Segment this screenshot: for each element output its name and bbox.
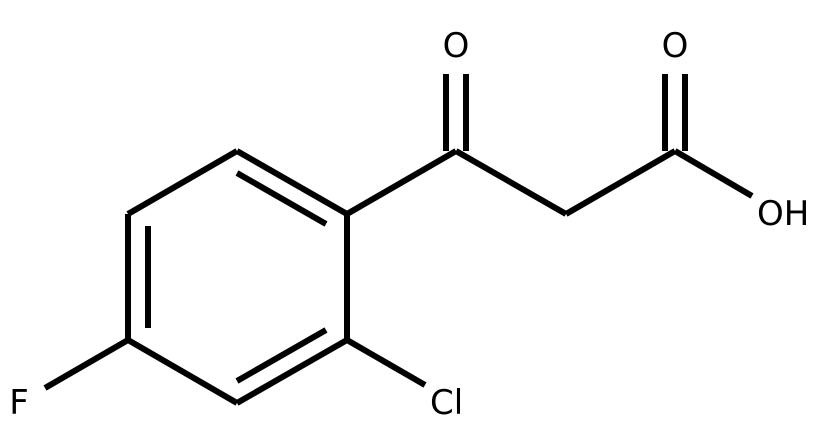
bond-ring-to-fluorine (43, 337, 130, 391)
bond-acid-carbon-to-oh (673, 148, 754, 199)
bond-ring-to-chlorine (345, 337, 427, 388)
ring-bond-c2-c3 (126, 148, 239, 217)
substituent-bonds (43, 74, 754, 391)
atom-labels: O O OH F Cl (9, 26, 809, 423)
benzene-ring (125, 148, 350, 406)
bond-ch2-to-acid-carbon (564, 148, 677, 217)
ring-inner-bond-c5-c6 (235, 327, 328, 384)
bond-carbonyl-to-ch2 (454, 148, 568, 217)
chlorine-label: Cl (430, 383, 463, 423)
ketone-oxygen-label: O (443, 26, 470, 66)
ring-inner-bond-c1-c2 (235, 170, 328, 227)
bond-ring-to-carbonyl (345, 148, 458, 217)
ring-bond-c5-c6 (235, 337, 349, 406)
fluorine-label: F (9, 383, 29, 423)
acid-carbonyl-oxygen-label: O (662, 26, 689, 66)
ring-bond-c1-c2 (235, 148, 349, 217)
hydroxyl-label: OH (757, 194, 809, 234)
ring-bond-c4-c5 (126, 337, 239, 406)
